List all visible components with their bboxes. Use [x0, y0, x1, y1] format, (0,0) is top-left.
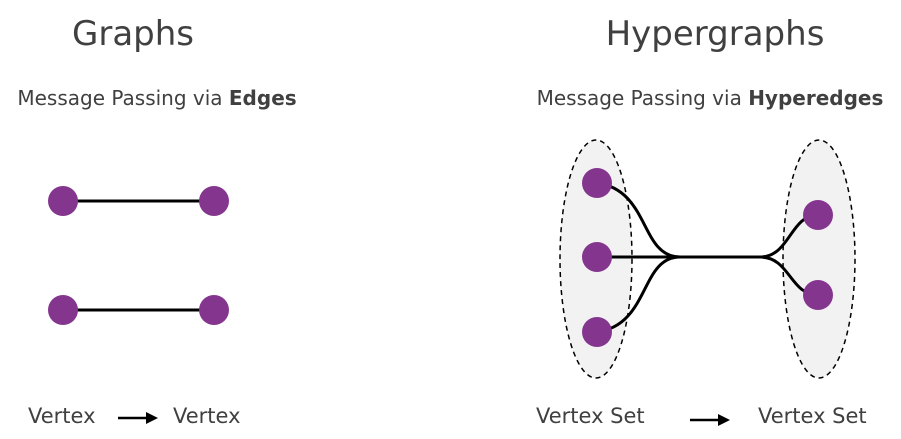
graphs-to-label: Vertex	[173, 404, 241, 428]
graphs-title: Graphs	[71, 14, 195, 54]
hypergraphs-subtitle-prefix: Message Passing via	[536, 86, 749, 110]
graphs-from-label: Vertex	[28, 404, 96, 428]
graph-edges	[63, 199, 214, 312]
graphs-subtitle: Message Passing via Edges	[17, 86, 296, 110]
hypergraphs-from-label: Vertex Set	[536, 404, 645, 428]
hypergraph-vertex	[582, 317, 612, 347]
arrow-icon	[690, 414, 730, 426]
hyperedge-branch	[596, 255, 681, 334]
hypergraph-vertex	[803, 200, 833, 230]
hypergraph-vertex	[803, 280, 833, 310]
graph-vertex	[199, 295, 229, 325]
hypergraph-vertex	[582, 168, 612, 198]
graph-vertex	[199, 186, 229, 216]
hypergraph-vertex	[582, 242, 612, 272]
hypergraph-vertices	[582, 168, 833, 347]
graphs-subtitle-prefix: Message Passing via	[17, 86, 229, 110]
graph-vertex	[48, 295, 78, 325]
hypergraphs-subtitle: Message Passing via Hyperedges	[537, 86, 884, 110]
graphs-subtitle-emphasis: Edges	[228, 86, 297, 110]
hypergraphs-to-label: Vertex Set	[758, 404, 867, 428]
hyperedge-branch	[596, 181, 681, 259]
vertex-set-right	[782, 139, 856, 379]
graph-vertex	[48, 186, 78, 216]
hypergraphs-subtitle-emphasis: Hyperedges	[748, 86, 884, 110]
graph-vertices	[48, 186, 229, 325]
hypergraphs-title: Hypergraphs	[605, 14, 825, 54]
arrow-icon	[118, 412, 158, 424]
